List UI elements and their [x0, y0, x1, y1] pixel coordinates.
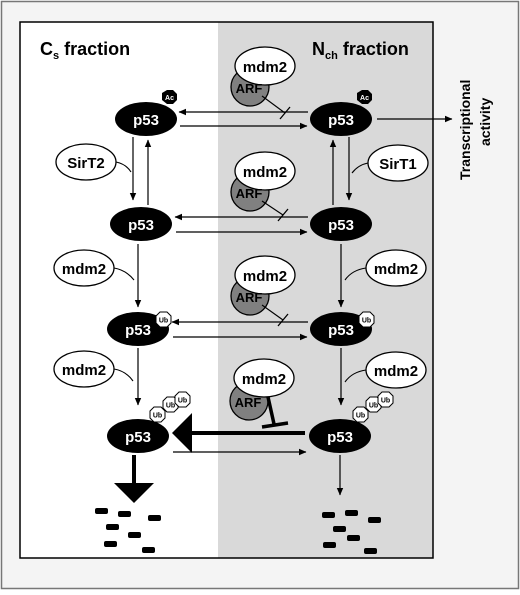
svg-text:mdm2: mdm2: [243, 59, 287, 76]
ac-badge-nuc: Ac: [357, 90, 372, 104]
svg-text:Ub: Ub: [178, 398, 187, 405]
svg-text:Ub: Ub: [381, 398, 390, 405]
svg-text:mdm2: mdm2: [242, 371, 286, 388]
transcriptional-label: Transcriptional: [457, 80, 473, 180]
svg-text:ARF: ARF: [236, 81, 263, 96]
svg-text:SirT1: SirT1: [379, 156, 417, 173]
p53-nuc-polyub: p53: [309, 419, 371, 453]
polyub-chain-nuc: Ub Ub Ub: [352, 391, 394, 423]
mdm2-cyto-2: mdm2: [53, 350, 134, 388]
svg-text:mdm2: mdm2: [243, 164, 287, 181]
svg-text:p53: p53: [328, 112, 354, 129]
svg-text:ARF: ARF: [235, 395, 262, 410]
svg-text:p53: p53: [128, 217, 154, 234]
svg-text:Ub: Ub: [166, 403, 175, 410]
svg-text:SirT2: SirT2: [67, 155, 105, 172]
degraded-fragments-cyto: [95, 508, 161, 553]
svg-text:p53: p53: [125, 322, 151, 339]
arf-mdm2-complex-4: mdm2 ARF: [229, 358, 295, 429]
ac-badge-cyto: Ac: [162, 90, 177, 104]
svg-text:p53: p53: [328, 217, 354, 234]
activity-label: activity: [477, 98, 493, 146]
arf-mdm2-complex-1: mdm2 ARF: [230, 46, 296, 120]
ub-badge-nuc-1: Ub: [358, 311, 375, 328]
cyto-panel: [20, 22, 218, 558]
sirt2-enzyme: SirT2: [55, 143, 132, 181]
degraded-fragments-nuc: [322, 510, 381, 554]
p53-nuc-ub: p53: [310, 312, 372, 346]
svg-text:mdm2: mdm2: [62, 261, 106, 278]
p53-cyto: p53: [110, 207, 172, 241]
panel-border: [19, 21, 434, 559]
svg-text:mdm2: mdm2: [374, 261, 418, 278]
svg-text:p53: p53: [327, 429, 353, 446]
ub-badge-cyto-1: Ub: [155, 311, 172, 328]
arf-mdm2-complex-3: mdm2 ARF: [230, 255, 296, 327]
svg-text:mdm2: mdm2: [62, 362, 106, 379]
svg-text:Ub: Ub: [153, 413, 162, 420]
svg-text:ARF: ARF: [236, 290, 263, 305]
mdm2-cyto-1: mdm2: [53, 249, 135, 287]
svg-text:Ac: Ac: [165, 95, 174, 102]
svg-text:ARF: ARF: [236, 186, 263, 201]
p53-nuc-ac: p53: [310, 102, 372, 136]
svg-text:Ub: Ub: [369, 403, 378, 410]
svg-text:Ub: Ub: [159, 318, 168, 325]
p53-cyto-polyub: p53: [107, 419, 169, 453]
svg-text:Ac: Ac: [360, 95, 369, 102]
p53-nuc: p53: [310, 207, 372, 241]
svg-text:p53: p53: [133, 112, 159, 129]
svg-text:mdm2: mdm2: [243, 268, 287, 285]
svg-text:mdm2: mdm2: [374, 363, 418, 380]
polyub-chain-cyto: Ub Ub Ub: [149, 391, 191, 423]
mdm2-nuc-1: mdm2: [344, 249, 427, 287]
p53-cyto-ub: p53: [107, 312, 169, 346]
cs-fraction-title: Cs fraction: [40, 39, 130, 62]
sirt1-enzyme: SirT1: [351, 144, 429, 182]
nch-fraction-title: Nch fraction: [312, 39, 409, 62]
arf-mdm2-complex-2: mdm2 ARF: [230, 151, 296, 222]
svg-text:p53: p53: [125, 429, 151, 446]
svg-text:p53: p53: [328, 322, 354, 339]
svg-text:Ub: Ub: [362, 318, 371, 325]
svg-text:Ub: Ub: [356, 413, 365, 420]
p53-cyto-ac: p53: [115, 102, 177, 136]
mdm2-nuc-2: mdm2: [344, 351, 427, 389]
